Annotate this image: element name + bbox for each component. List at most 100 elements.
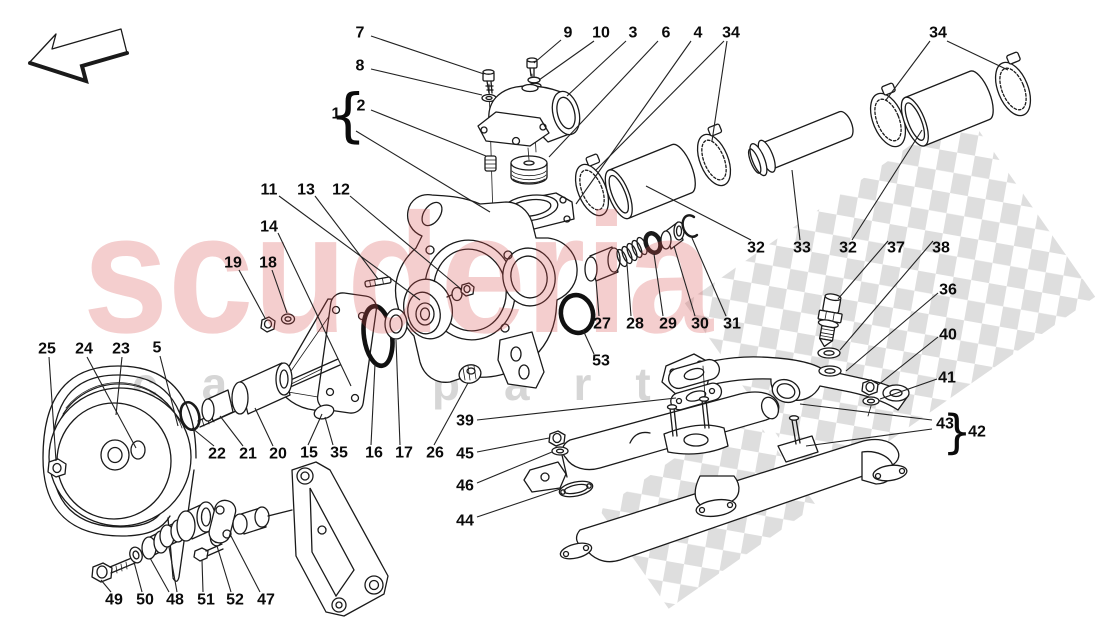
- water-rail-lower: [559, 415, 908, 563]
- pulley-assembly: [42, 365, 335, 582]
- leader-line: [851, 129, 923, 241]
- callout-5: 5: [153, 340, 162, 357]
- callout-9: 9: [564, 25, 573, 42]
- callout-2: 2: [357, 98, 366, 115]
- leader-line: [307, 413, 323, 446]
- callout-32: 32: [747, 240, 765, 257]
- support-bracket: [291, 461, 389, 617]
- spring-28: [616, 236, 648, 268]
- bushing-30: [660, 221, 685, 250]
- leader-line: [476, 451, 553, 484]
- belt-5: [42, 365, 197, 537]
- callout-35: 35: [330, 445, 348, 462]
- gasket-44: [558, 480, 594, 498]
- outlet-elbow-36: [661, 353, 910, 431]
- callout-17: 17: [395, 445, 413, 462]
- callout-4: 4: [694, 25, 703, 42]
- callout-28: 28: [626, 316, 644, 333]
- leader-line: [885, 40, 931, 101]
- callout-26: 26: [426, 445, 444, 462]
- bushing-20: [231, 362, 293, 415]
- leader-line: [149, 557, 170, 593]
- nut-12: [460, 282, 475, 297]
- leader-line: [277, 232, 352, 387]
- leader-line: [845, 292, 939, 372]
- water-rail-upper: [523, 391, 780, 493]
- leader-line: [395, 339, 401, 446]
- callout-45: 45: [456, 446, 474, 463]
- direction-arrow-icon: [28, 28, 129, 85]
- leader-line: [476, 437, 550, 453]
- callout-21: 21: [239, 446, 257, 463]
- leader-line: [877, 336, 939, 386]
- leader-line: [238, 269, 266, 319]
- callout-42: 42: [968, 424, 986, 441]
- callout-16: 16: [365, 445, 383, 462]
- leader-line: [433, 382, 469, 446]
- leader-line: [653, 253, 664, 317]
- callout-20: 20: [269, 446, 287, 463]
- callout-38: 38: [932, 240, 950, 257]
- leader-line: [370, 35, 485, 75]
- callout-31: 31: [723, 316, 741, 333]
- callout-12: 12: [332, 182, 350, 199]
- callout-46: 46: [456, 478, 474, 495]
- o-ring-53: [558, 292, 596, 336]
- leader-line: [168, 546, 178, 593]
- rail-hardware: [548, 430, 594, 498]
- callout-14: 14: [260, 219, 278, 236]
- callout-7: 7: [356, 25, 365, 42]
- nut-45: [548, 430, 566, 447]
- leader-line: [533, 39, 562, 64]
- watermark-scuderia: scuderia: [83, 179, 714, 369]
- callout-39: 39: [456, 413, 474, 430]
- leader-line: [799, 403, 933, 421]
- leader-line: [115, 356, 123, 416]
- leader-line: [370, 68, 483, 96]
- coolant-hose: [900, 70, 994, 147]
- callout-11: 11: [261, 182, 278, 199]
- leader-line: [86, 356, 137, 449]
- tensioner-hardware: [91, 499, 293, 583]
- leader-line: [100, 579, 112, 593]
- group-brace: }: [942, 405, 971, 459]
- callout-33: 33: [793, 240, 811, 257]
- leader-line: [159, 355, 179, 427]
- leader-line: [370, 109, 487, 157]
- hose-clamp: [696, 123, 732, 187]
- nut-40: [861, 379, 879, 396]
- leader-line: [191, 427, 215, 447]
- leader-line: [839, 240, 934, 351]
- callout-43: 43: [936, 416, 954, 433]
- leader-line: [837, 240, 889, 300]
- leader-line: [645, 185, 752, 241]
- thermostat-cap-6: [510, 147, 548, 185]
- leader-line: [538, 40, 595, 81]
- spacer-21: [201, 389, 234, 422]
- callout-3: 3: [629, 25, 638, 42]
- leader-line: [48, 356, 57, 462]
- callout-15: 15: [300, 445, 318, 462]
- leader-line: [879, 378, 938, 400]
- callout-53: 53: [592, 353, 610, 370]
- bypass-valve-parts: [584, 214, 699, 282]
- leader-line: [355, 130, 491, 213]
- stud-13: [364, 276, 392, 288]
- callout-34: 34: [929, 25, 947, 42]
- callout-6: 6: [662, 25, 671, 42]
- leader-line: [476, 488, 561, 518]
- callout-8: 8: [356, 58, 365, 75]
- callout-29: 29: [659, 316, 677, 333]
- leader-line: [595, 279, 600, 317]
- washer-18: [280, 313, 296, 325]
- washer-46: [551, 446, 569, 456]
- callout-37: 37: [887, 240, 905, 257]
- leader-line: [805, 428, 933, 447]
- leader-line: [219, 415, 244, 447]
- washer-12: [451, 286, 463, 302]
- leader-line: [946, 40, 1009, 71]
- hose-clamp: [994, 51, 1032, 117]
- leader-line: [278, 195, 421, 301]
- leader-line: [201, 559, 204, 593]
